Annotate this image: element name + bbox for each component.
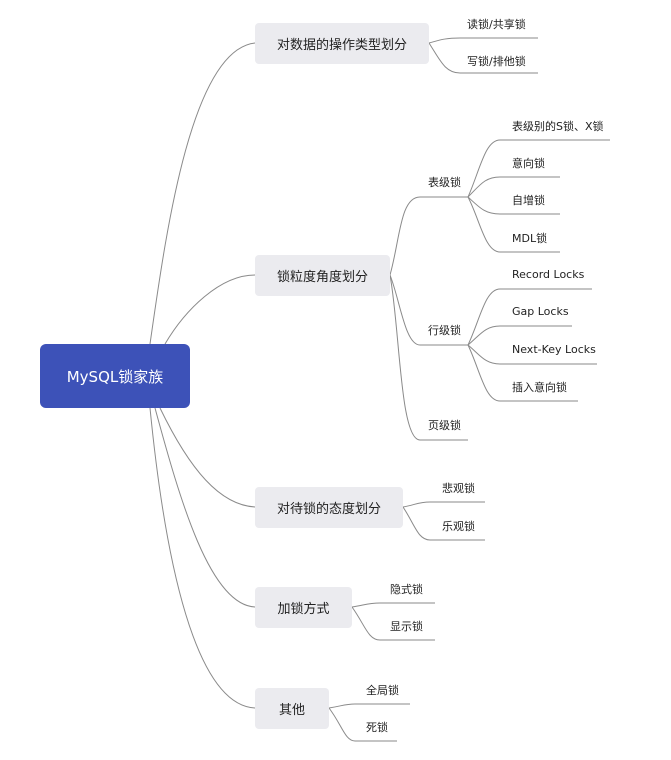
connector-b2c2-g1 xyxy=(467,288,592,346)
connector-b5-c1 xyxy=(328,703,410,709)
leaf-implicit-lock[interactable]: 隐式锁 xyxy=(390,583,423,596)
branch-attitude[interactable]: 对待锁的态度划分 xyxy=(255,487,403,528)
leaf-page-level-lock[interactable]: 页级锁 xyxy=(428,419,461,432)
leaf-deadlock[interactable]: 死锁 xyxy=(366,721,388,734)
branch-label: 对数据的操作类型划分 xyxy=(276,38,407,53)
leaf-write-lock[interactable]: 写锁/排他锁 xyxy=(467,55,526,68)
branch-label: 加锁方式 xyxy=(277,602,330,617)
leaf-insert-intention-lock[interactable]: 插入意向锁 xyxy=(512,381,567,394)
branch-locking-method[interactable]: 加锁方式 xyxy=(255,587,352,628)
connector-root-branch-5 xyxy=(149,407,256,709)
leaf-intention-lock[interactable]: 意向锁 xyxy=(512,157,545,170)
leaf-record-locks[interactable]: Record Locks xyxy=(512,268,585,281)
branch-label: 锁粒度角度划分 xyxy=(276,270,368,285)
connector-b3-c2 xyxy=(402,506,485,541)
connector-b2c2-g3 xyxy=(467,344,597,365)
connector-b2c1-g2 xyxy=(467,176,560,198)
connector-b2-c2 xyxy=(389,274,468,346)
leaf-global-lock[interactable]: 全局锁 xyxy=(366,684,399,697)
connector-b2-c1 xyxy=(389,196,468,276)
leaf-auto-inc-lock[interactable]: 自增锁 xyxy=(512,194,545,207)
connector-b2c2-g2 xyxy=(467,325,572,346)
leaf-table-level-lock[interactable]: 表级锁 xyxy=(428,176,461,189)
leaf-read-lock[interactable]: 读锁/共享锁 xyxy=(467,18,526,31)
connector-b5-c2 xyxy=(328,707,397,742)
connector-b2c1-g4 xyxy=(467,196,560,253)
root-label: MySQL锁家族 xyxy=(66,367,164,386)
leaf-pessimistic-lock[interactable]: 悲观锁 xyxy=(442,482,475,495)
leaf-table-s-x-lock[interactable]: 表级别的S锁、X锁 xyxy=(512,120,604,133)
connector-b1-c2 xyxy=(428,42,538,74)
connector-b1-c1 xyxy=(428,37,538,44)
leaf-optimistic-lock[interactable]: 乐观锁 xyxy=(442,520,475,533)
connector-root-branch-2 xyxy=(164,274,256,345)
connector-b2c1-g3 xyxy=(467,196,560,215)
leaf-next-key-locks[interactable]: Next-Key Locks xyxy=(512,343,596,356)
connector-root-branch-4 xyxy=(154,407,256,608)
connector-b4-c1 xyxy=(351,602,435,608)
connector-root-branch-3 xyxy=(159,407,256,508)
leaf-row-level-lock[interactable]: 行级锁 xyxy=(428,324,461,337)
branch-label: 对待锁的态度划分 xyxy=(276,502,381,517)
branch-label: 其他 xyxy=(278,703,305,718)
connector-b3-c1 xyxy=(402,501,485,508)
root-node[interactable]: MySQL锁家族 xyxy=(40,344,190,408)
connector-root-branch-1 xyxy=(149,42,256,345)
leaf-gap-locks[interactable]: Gap Locks xyxy=(512,305,569,318)
connector-b2c1-g1 xyxy=(467,139,610,198)
leaf-explicit-lock[interactable]: 显示锁 xyxy=(390,620,423,633)
branch-granularity[interactable]: 锁粒度角度划分 xyxy=(255,255,390,296)
leaf-mdl-lock[interactable]: MDL锁 xyxy=(512,232,548,245)
connector-b2c2-g4 xyxy=(467,344,578,402)
connector-b2-c3 xyxy=(389,274,468,441)
branch-operation-type[interactable]: 对数据的操作类型划分 xyxy=(255,23,429,64)
connector-b4-c2 xyxy=(351,606,435,641)
branch-other[interactable]: 其他 xyxy=(255,688,329,729)
